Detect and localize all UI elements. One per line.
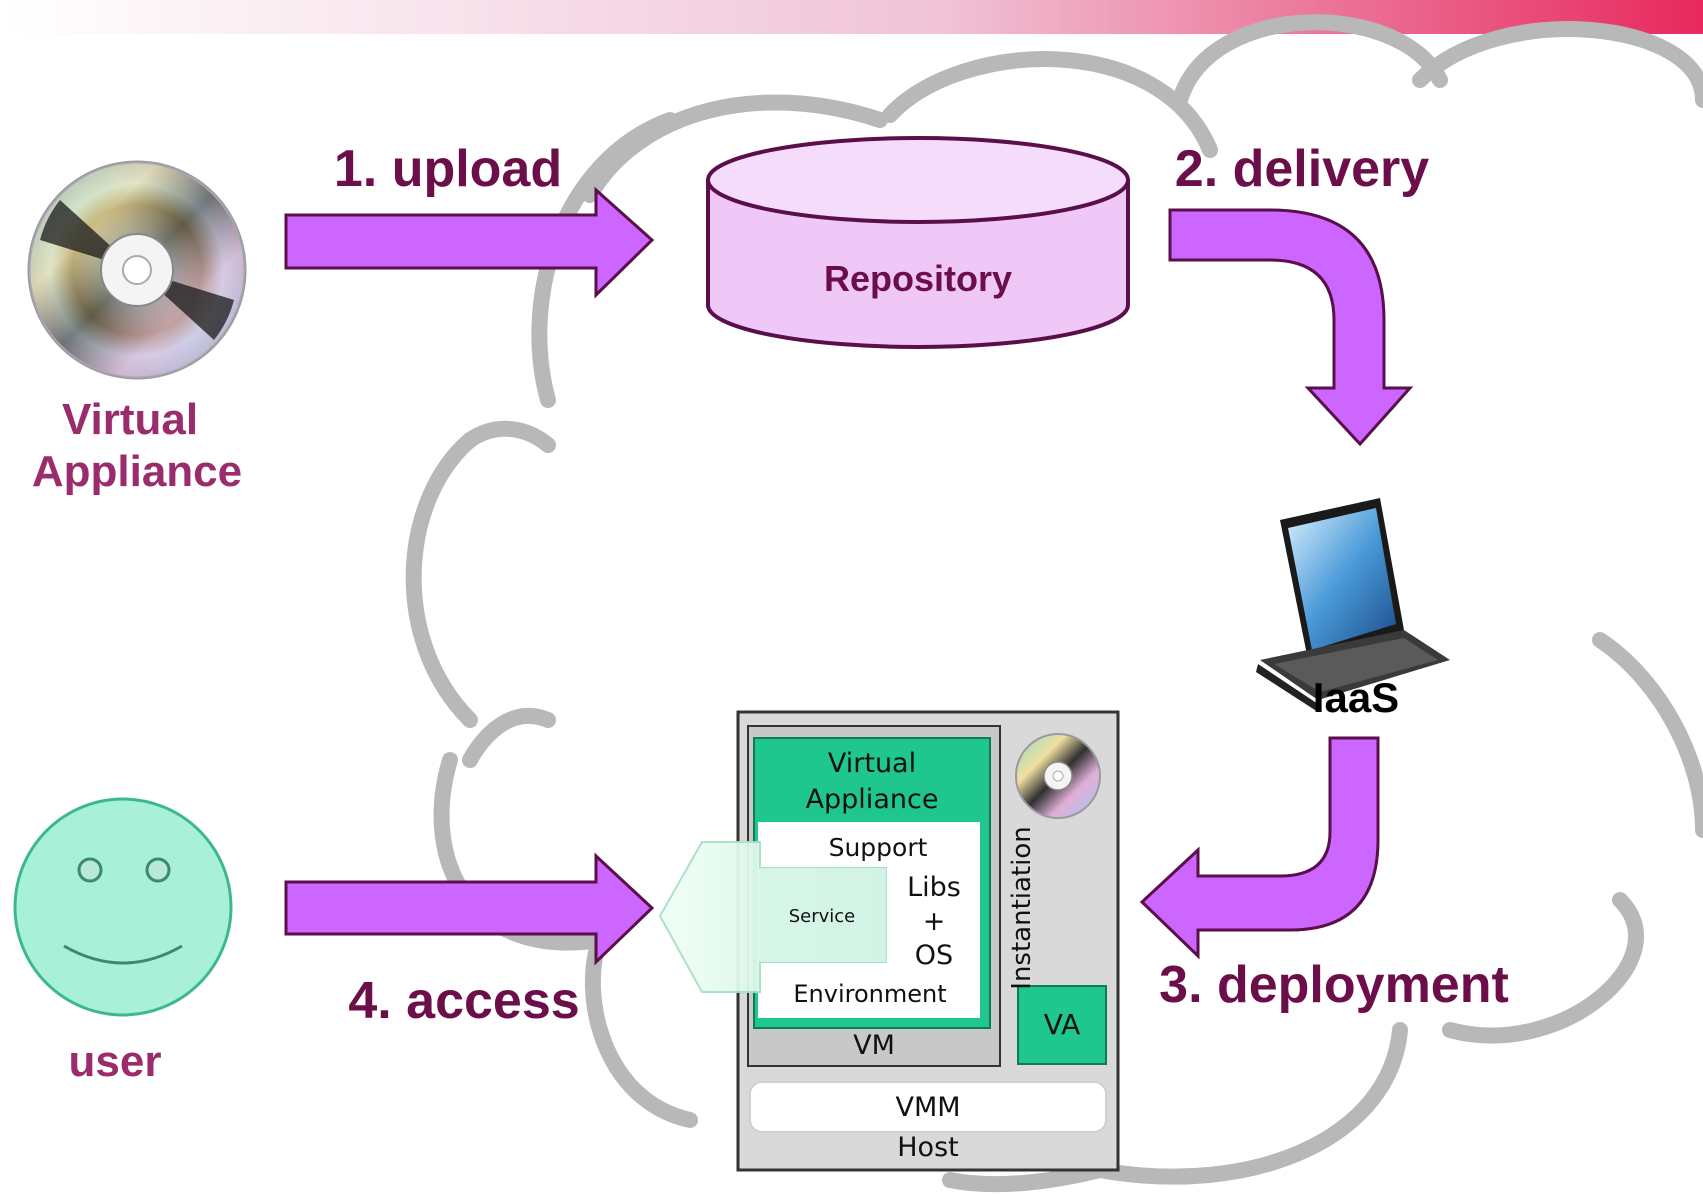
step-deployment-label: 3. deployment (1159, 956, 1509, 1014)
va-badge-label: VA (1044, 1008, 1081, 1041)
instantiation-label: Instantiation (1007, 826, 1037, 989)
small-cd-disc-icon (1015, 733, 1101, 819)
delivery-arrow (1168, 208, 1414, 447)
host-va-line2: Appliance (806, 784, 939, 815)
plus-label: + (923, 906, 946, 937)
libs-label: Libs (907, 872, 961, 903)
repository-cylinder (706, 136, 1130, 349)
va-label-line1: Virtual (62, 395, 198, 444)
environment-label: Environment (793, 980, 946, 1008)
service-label: Service (789, 906, 856, 927)
cd-disc-icon (27, 160, 247, 380)
laptop-icon (1256, 498, 1450, 712)
os-label: OS (915, 940, 953, 971)
top-accent-bar (0, 0, 1703, 34)
repository-label: Repository (824, 258, 1012, 299)
step-upload-label: 1. upload (334, 140, 562, 198)
vmm-box (749, 1081, 1107, 1133)
step-access-label: 4. access (348, 972, 579, 1030)
host-label: Host (897, 1132, 958, 1163)
iaas-label: IaaS (1313, 674, 1399, 721)
smiley-face-icon (13, 797, 233, 1017)
access-arrow (284, 852, 655, 966)
support-label: Support (829, 833, 928, 862)
upload-arrow (284, 186, 655, 299)
vmm-label: VMM (895, 1092, 960, 1123)
va-label-line2: Appliance (32, 447, 242, 496)
deployment-arrow (1139, 736, 1380, 960)
step-delivery-label: 2. delivery (1175, 140, 1429, 198)
host-va-line1: Virtual (828, 748, 916, 779)
user-label: user (69, 1037, 162, 1086)
cloud-outline (405, 14, 1703, 1193)
vm-label: VM (853, 1030, 895, 1061)
va-badge (1017, 985, 1107, 1065)
